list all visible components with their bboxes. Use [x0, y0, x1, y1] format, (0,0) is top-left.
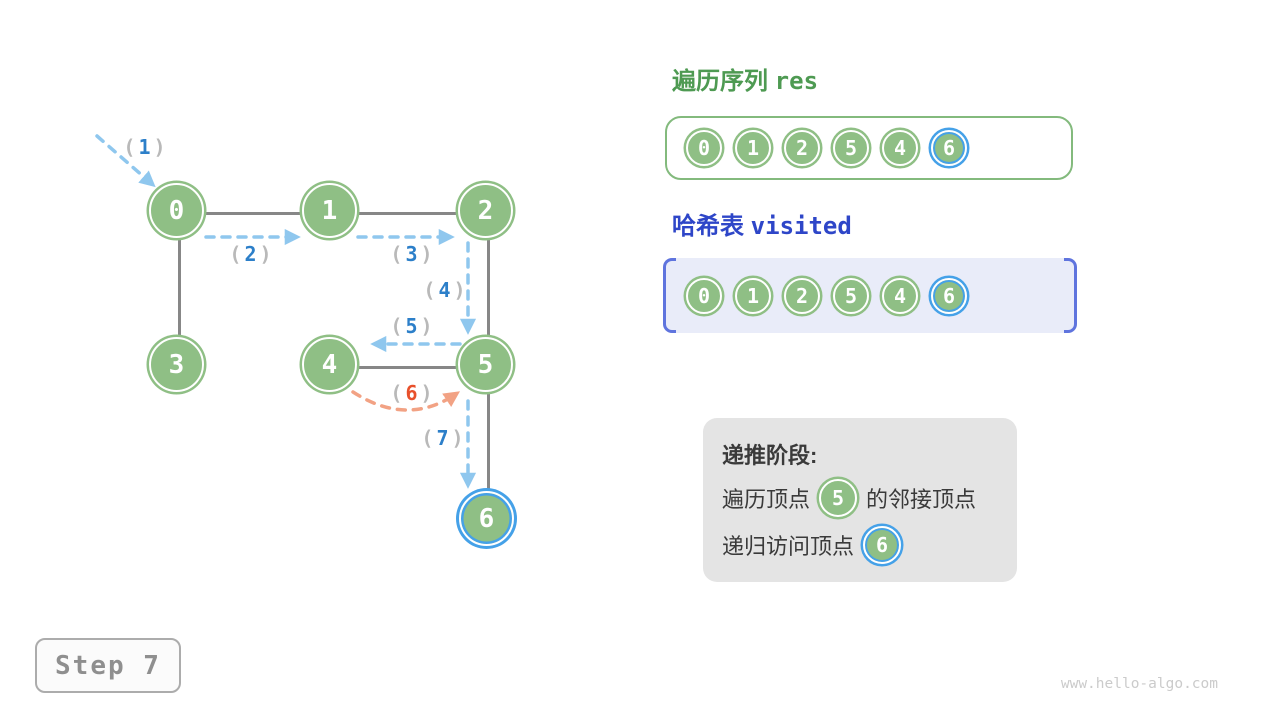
step-number: 7 [436, 426, 452, 450]
visited-node-3: 5 [833, 277, 869, 314]
edge-2-5 [486, 213, 490, 367]
arrow-step-label-5: (5) [390, 314, 436, 338]
edge-4-5 [332, 365, 488, 369]
visited-left-bracket [663, 258, 676, 333]
res-node-4: 4 [882, 130, 918, 166]
graph-node-6: 6 [459, 491, 514, 546]
visited-right-bracket [1064, 258, 1077, 333]
graph-node-3: 3 [149, 337, 204, 392]
res-title-code: res [774, 67, 819, 95]
graph-node-1: 1 [302, 183, 357, 238]
res-sequence-box: 0 1 2 5 4 6 [665, 116, 1073, 180]
line2-prefix: 递归访问顶点 [722, 534, 855, 559]
visited-panel-title: 哈希表 visited [672, 206, 852, 241]
edge-0-3 [177, 213, 181, 367]
line2-node: 6 [863, 526, 902, 564]
graph-node-0: 0 [149, 183, 204, 238]
res-title-zh: 遍历序列 [672, 68, 768, 95]
phase-info-box: 递推阶段: 遍历顶点 5 的邻接顶点 递归访问顶点 6 [703, 418, 1017, 582]
step-number: 4 [438, 278, 454, 302]
edge-0-1 [179, 211, 332, 215]
step-number: 6 [405, 381, 421, 405]
phase-line-2: 递归访问顶点 6 [722, 526, 998, 564]
site-watermark: www.hello-algo.com [1060, 676, 1218, 692]
res-node-2: 2 [784, 130, 820, 166]
arrow-step-label-2: (2) [229, 242, 275, 266]
res-node-5: 6 [931, 130, 967, 166]
graph-node-4: 4 [302, 337, 357, 392]
visited-node-4: 4 [882, 277, 918, 314]
phase-heading: 递推阶段: [722, 443, 818, 468]
arrow-step-label-3: (3) [390, 242, 436, 266]
res-node-1: 1 [735, 130, 771, 166]
visited-node-0: 0 [686, 277, 722, 314]
step-number: 5 [405, 314, 421, 338]
visited-title-code: visited [750, 212, 852, 240]
visited-title-zh: 哈希表 [672, 213, 744, 240]
res-panel-title: 遍历序列 res [672, 61, 818, 96]
graph-node-5: 5 [458, 337, 513, 392]
edge-1-2 [332, 211, 488, 215]
res-node-0: 0 [686, 130, 722, 166]
line1-suffix: 的邻接顶点 [866, 487, 977, 512]
arrow-step-6 [351, 390, 461, 412]
line1-node: 5 [819, 479, 858, 517]
graph-node-2: 2 [458, 183, 513, 238]
phase-line-1: 遍历顶点 5 的邻接顶点 [722, 479, 998, 517]
visited-hash-box: 0 1 2 5 4 6 [663, 258, 1077, 333]
visited-node-1: 1 [735, 277, 771, 314]
res-node-3: 5 [833, 130, 869, 166]
step-number: 2 [244, 242, 260, 266]
line1-prefix: 遍历顶点 [722, 487, 811, 512]
arrow-step-1 [95, 134, 156, 188]
edge-5-6 [486, 367, 490, 521]
arrow-step-label-6: (6) [390, 381, 436, 405]
step-number: 1 [138, 135, 154, 159]
step-indicator: Step 7 [35, 638, 181, 693]
visited-node-2: 2 [784, 277, 820, 314]
arrow-step-label-7: (7) [421, 426, 467, 450]
arrow-step-label-1: (1) [123, 135, 169, 159]
step-number: 3 [405, 242, 421, 266]
arrow-step-label-4: (4) [423, 278, 469, 302]
visited-node-5: 6 [931, 277, 967, 314]
